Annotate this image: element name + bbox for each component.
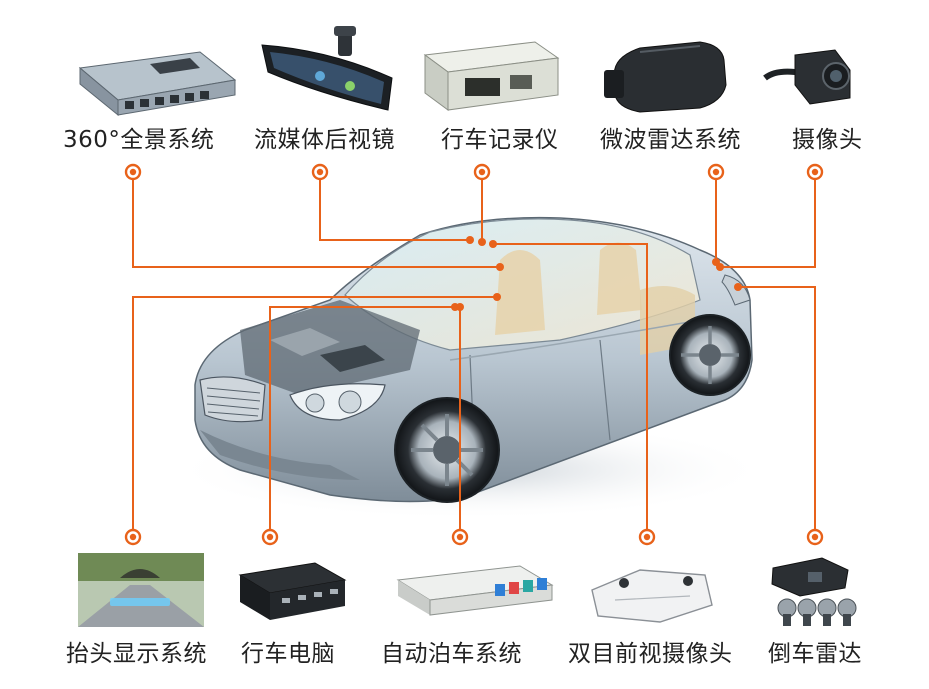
car-anchor-dots (451, 236, 742, 311)
head-up-display-photo-icon (78, 553, 204, 627)
label-360-view-system: 360°全景系统 (63, 127, 215, 153)
camera-module-icon (763, 49, 851, 105)
streaming-rearview-mirror-icon (261, 26, 393, 111)
label-reversing-radar: 倒车雷达 (768, 641, 862, 667)
label-stereo-front-camera: 双目前视摄像头 (568, 641, 733, 667)
label-camera: 摄像头 (792, 127, 863, 153)
auto-parking-controller-icon (396, 565, 554, 616)
label-anchor-dots (124, 163, 824, 546)
label-head-up-display: 抬头显示系统 (66, 641, 207, 667)
dashcam-box-icon (423, 41, 560, 111)
leader-line-car-computer (269, 306, 455, 537)
label-microwave-radar-system: 微波雷达系统 (600, 127, 741, 153)
microwave-radar-module-icon (604, 41, 727, 113)
label-streaming-rearview-mirror: 流媒体后视镜 (254, 127, 395, 153)
leader-line-hud (132, 296, 497, 537)
leader-line-360-view (132, 172, 500, 268)
leader-line-camera (720, 172, 816, 268)
parking-sensor-kit-icon (771, 557, 857, 626)
car-computer-box-icon (238, 562, 347, 620)
stereo-front-camera-icon (591, 569, 713, 623)
leader-line-reverse-radar (738, 286, 816, 537)
leader-line-stereo-camera (493, 243, 648, 537)
leader-line-streaming-mirror (319, 172, 470, 241)
surround-view-controller-icon (78, 51, 237, 117)
label-car-computer: 行车电脑 (241, 641, 335, 667)
label-auto-parking-system: 自动泊车系统 (381, 641, 522, 667)
label-dashcam: 行车记录仪 (441, 127, 559, 153)
